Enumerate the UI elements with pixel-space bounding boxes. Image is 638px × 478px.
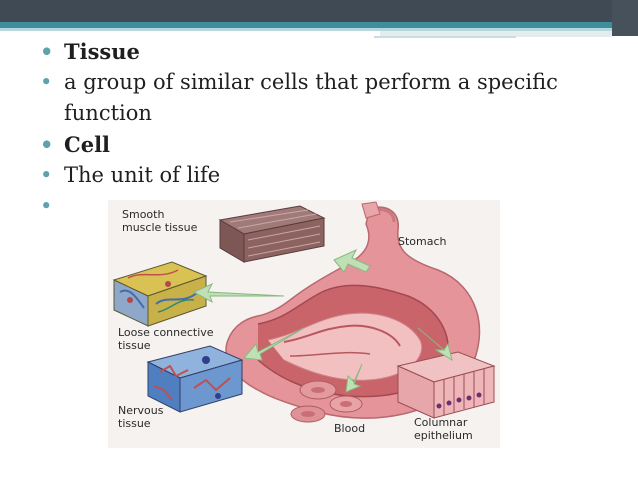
smooth-muscle-label-1: Smooth xyxy=(122,208,164,221)
arrows xyxy=(192,248,453,393)
loose-connective-label-1: Loose connective xyxy=(118,326,214,339)
header-accent-stripe xyxy=(0,22,638,28)
header-tab-light xyxy=(380,31,612,37)
bullet-icon: • xyxy=(40,70,53,94)
bullet-icon: • xyxy=(40,132,54,157)
blood-label: Blood xyxy=(334,422,365,435)
bullet-list: • Tissue • a group of similar cells that… xyxy=(40,36,600,218)
nervous-tissue-label-2: tissue xyxy=(118,417,151,430)
smooth-muscle-block xyxy=(218,205,326,263)
bullet-icon: • xyxy=(40,194,53,218)
bullet-icon: • xyxy=(40,39,54,64)
tissue-illustration: Smooth muscle tissue Stomach Loose conne… xyxy=(108,200,500,448)
header-bar xyxy=(0,0,638,22)
nervous-tissue-label-1: Nervous xyxy=(118,404,164,417)
smooth-muscle-label-2: muscle tissue xyxy=(122,221,198,234)
bullet-item: • Tissue xyxy=(40,36,600,67)
bullet-item: • The unit of life xyxy=(40,160,600,191)
corner-tab xyxy=(612,0,638,36)
columnar-label-1: Columnar xyxy=(414,416,468,429)
tissue-diagram: Smooth muscle tissue Stomach Loose conne… xyxy=(112,201,496,442)
columnar-label-2: epithelium xyxy=(414,429,473,442)
stomach-label: Stomach xyxy=(398,235,447,248)
nervous-tissue-block xyxy=(146,345,244,413)
bullet-text: a group of similar cells that perform a … xyxy=(64,70,558,125)
loose-connective-block xyxy=(112,261,208,327)
columnar-epithelium-block xyxy=(396,351,496,419)
bullet-text: Tissue xyxy=(64,39,140,64)
header-tab-line xyxy=(374,36,516,38)
bullet-item: • a group of similar cells that perform … xyxy=(40,67,600,129)
bullet-text: The unit of life xyxy=(64,163,221,187)
header-accent-light-stripe xyxy=(0,28,638,31)
bullet-item: • Cell xyxy=(40,129,600,160)
blood-cells xyxy=(290,380,363,423)
bullet-text: Cell xyxy=(64,132,111,157)
bullet-icon: • xyxy=(40,163,53,187)
loose-connective-label-2: tissue xyxy=(118,339,151,352)
